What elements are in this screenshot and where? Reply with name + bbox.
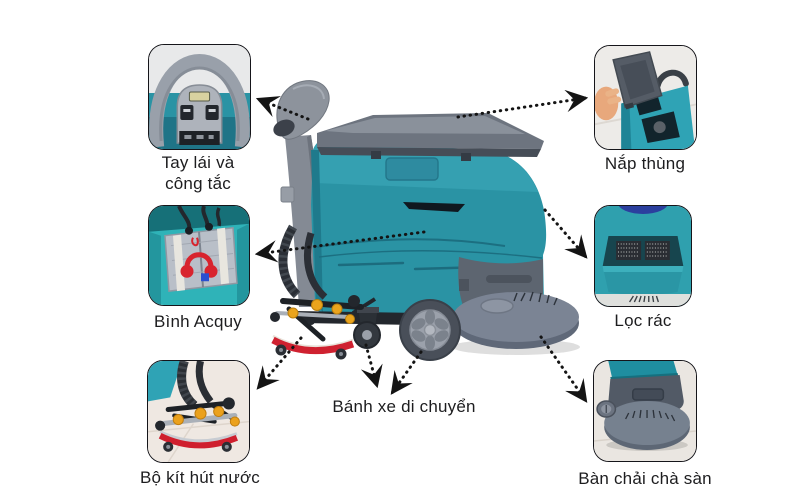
battery-photo [149,206,249,305]
label-wheels: Bánh xe di chuyển [332,397,476,416]
label-brush: Bàn chải chà sàn [578,469,712,488]
label-filter: Lọc rác [614,311,672,330]
machine-top-lid [317,113,544,161]
machine-brush-deck [452,291,580,355]
label-battery: Bình Acquy [153,312,243,331]
callout-lid [594,45,697,150]
machine-caster-wheel [353,307,381,349]
callout-brush [593,360,697,462]
callout-steering [148,44,251,150]
filter-photo [595,206,691,306]
squeegee-kit-photo [148,361,249,462]
lid-photo [595,46,696,149]
steering-photo [149,45,250,149]
label-lid: Nắp thùng [604,154,686,173]
callout-squeegee-kit [147,360,250,463]
callout-battery [148,205,250,306]
callout-filter [594,205,692,307]
machine-transport-wheel [399,299,461,361]
brush-photo [594,361,696,461]
label-steering: Tay lái và công tắc [161,153,235,193]
label-squeegee-kit: Bộ kít hút nước [139,468,261,487]
machine-illustration [270,80,580,361]
